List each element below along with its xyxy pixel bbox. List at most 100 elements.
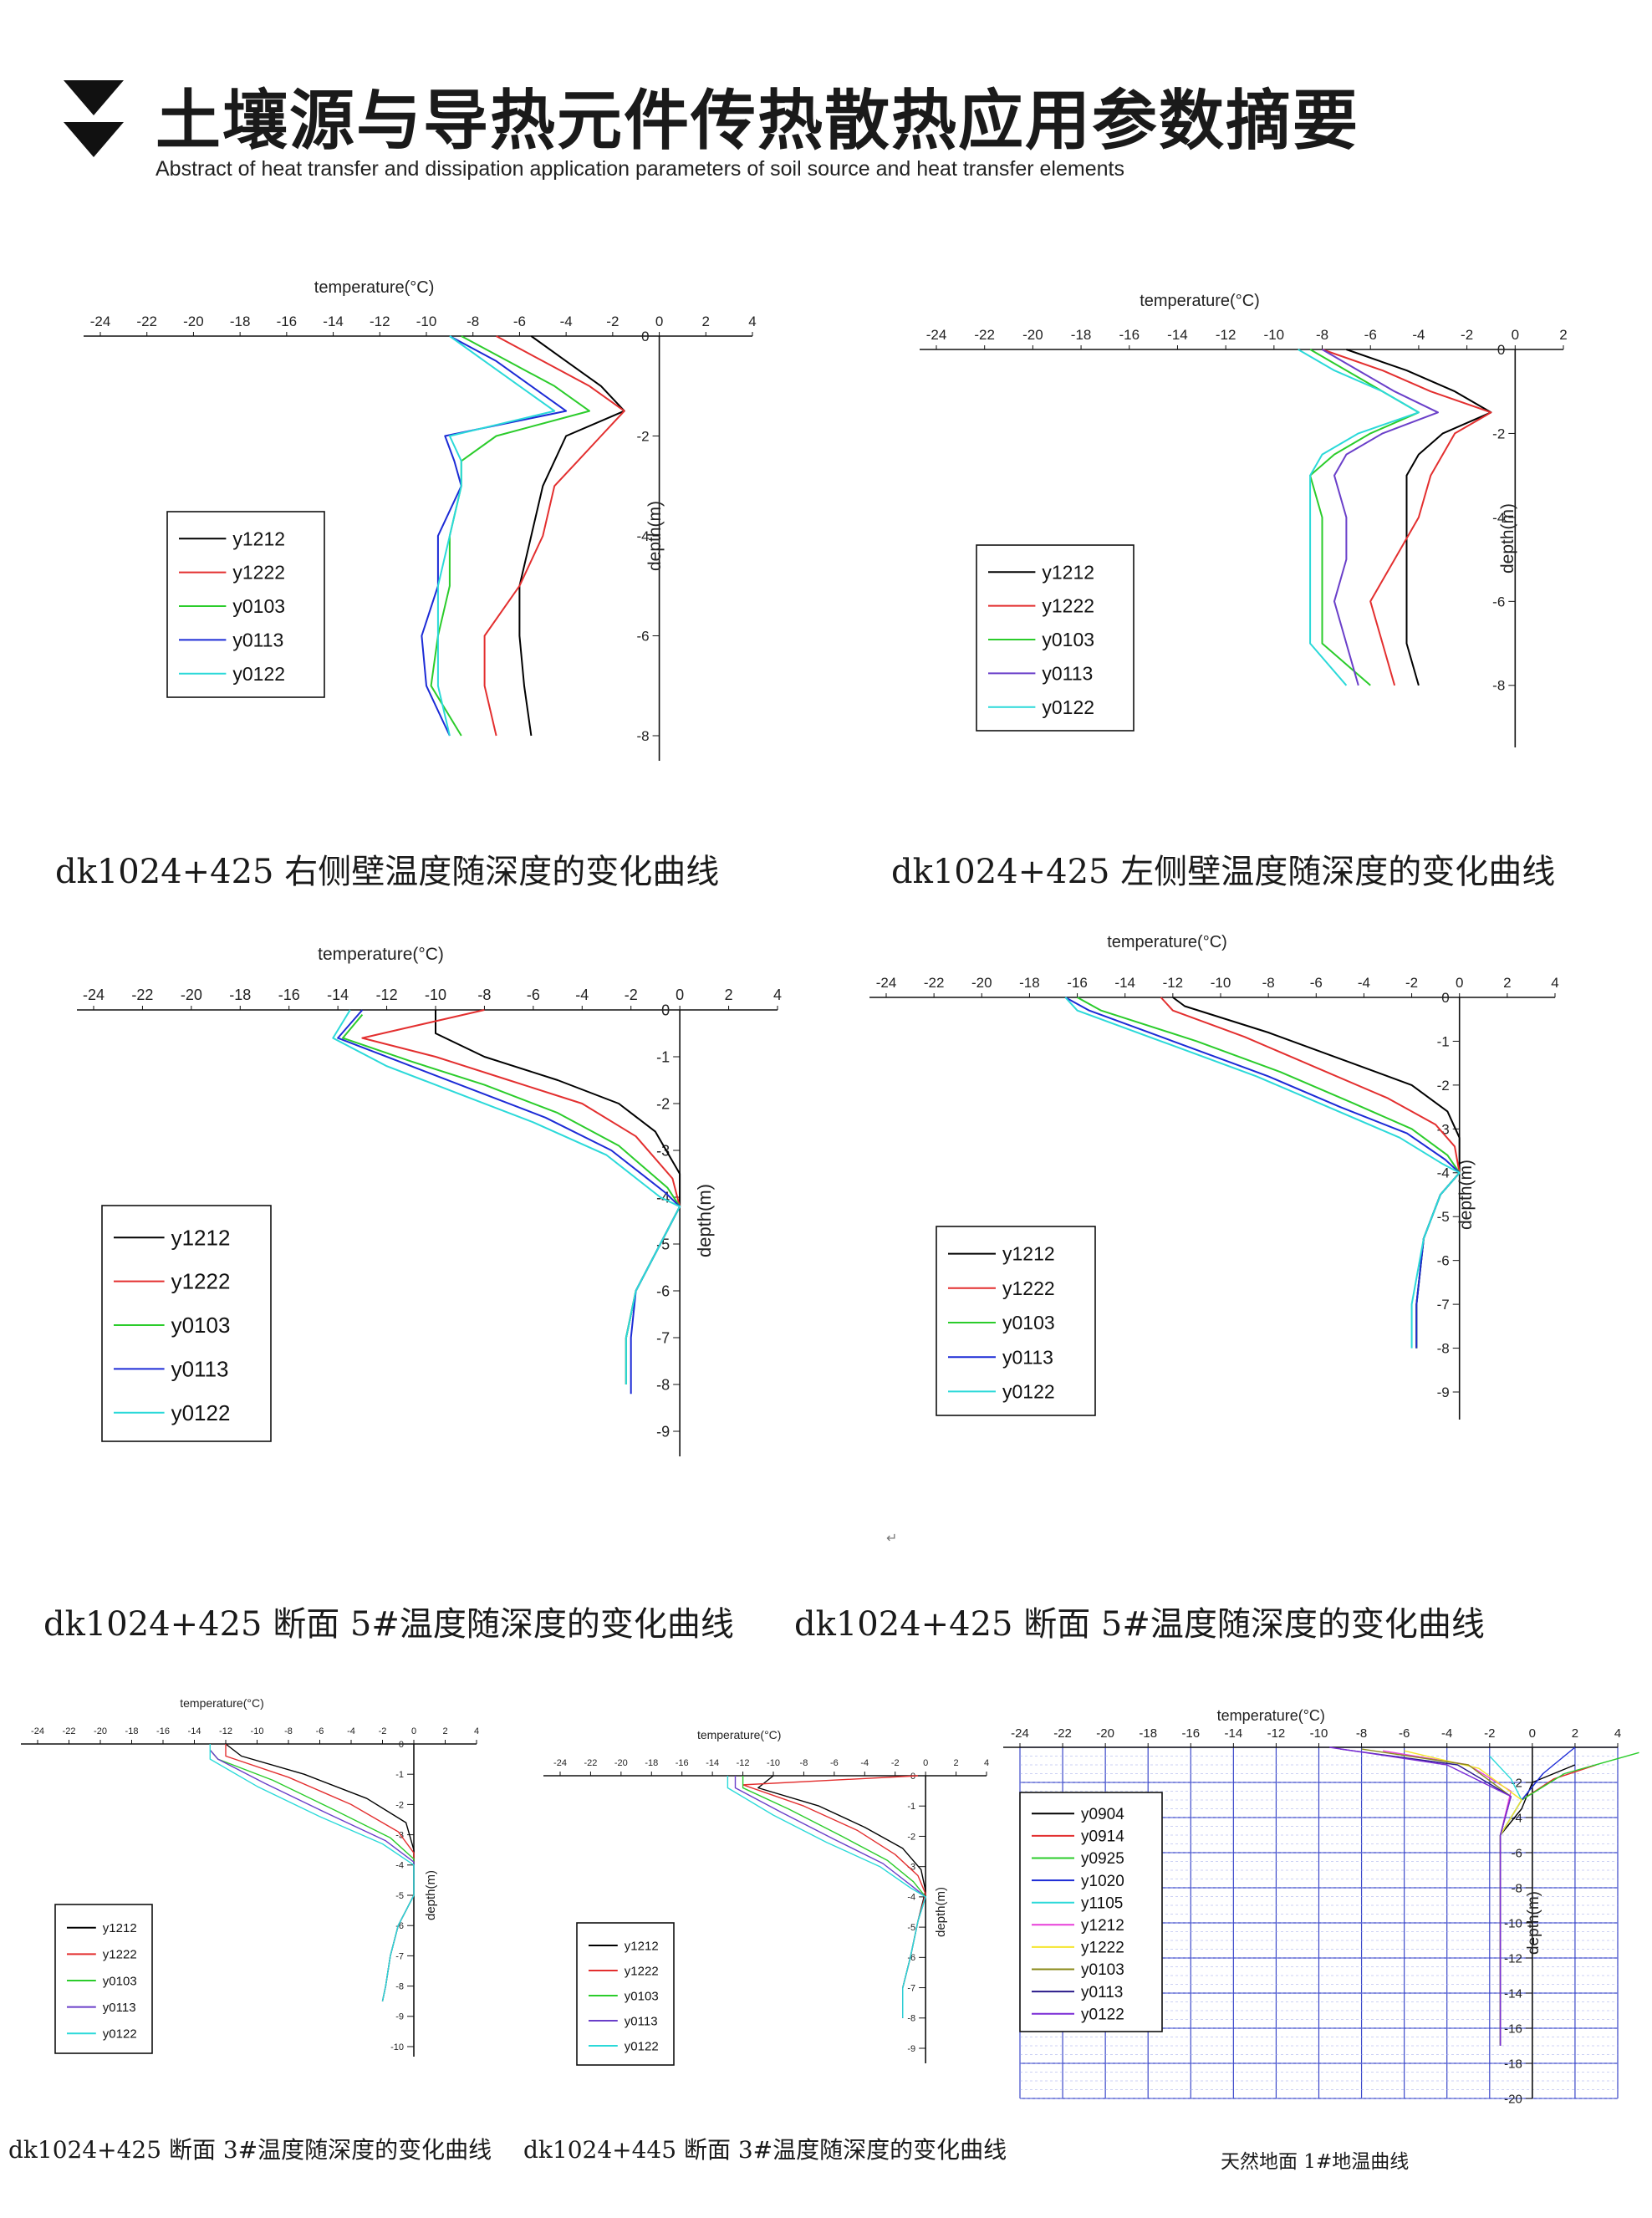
chart-caption: dk1024+425 断面 5#温度随深度的变化曲线	[43, 1605, 734, 1644]
return-mark-icon: ↵	[886, 1530, 898, 1546]
y-axis-label: depth(m)	[934, 1887, 948, 1937]
series-line-y1212	[518, 335, 625, 737]
y-axis-label: depth(m)	[424, 1870, 438, 1920]
legend-label: y1212	[1042, 561, 1094, 583]
x-tick-label: -24	[876, 975, 897, 991]
axis-title: temperature(°C)	[180, 1696, 264, 1710]
series-line-y0122	[436, 335, 556, 737]
y-tick-label: -9	[395, 2012, 404, 2022]
series-line-y1222	[483, 335, 625, 737]
y-tick-label: -7	[1437, 1297, 1450, 1313]
x-tick-label: -22	[924, 975, 945, 991]
y-tick-label: -9	[907, 2044, 915, 2054]
legend-label: y1222	[103, 1948, 137, 1962]
series-line-y0113	[1339, 1748, 1512, 2046]
x-tick-label: -12	[1163, 975, 1184, 991]
y-tick-label: -3	[1437, 1121, 1450, 1137]
axis-title: temperature(°C)	[318, 945, 444, 964]
y-tick-label: 0	[1441, 990, 1449, 1006]
x-tick-label: -14	[323, 314, 344, 329]
legend-label: y0925	[1081, 1850, 1124, 1868]
x-tick-label: -8	[284, 1726, 293, 1736]
y-axis-label: depth(m)	[645, 501, 665, 571]
legend-box	[976, 544, 1134, 732]
x-tick-label: 0	[655, 314, 663, 329]
x-tick-label: -14	[1167, 327, 1188, 343]
series-line-y1222	[225, 1744, 415, 2001]
triangle-icon	[64, 80, 124, 115]
x-tick-label: -14	[1225, 1726, 1243, 1741]
x-tick-label: -14	[1114, 975, 1135, 991]
x-tick-label: -6	[1399, 1726, 1410, 1741]
y-tick-label: -9	[1437, 1384, 1450, 1400]
legend-label: y1020	[1081, 1873, 1124, 1890]
x-tick-label: -12	[1216, 327, 1236, 343]
axis-title: temperature(°C)	[314, 278, 435, 297]
x-tick-label: -2	[1405, 975, 1418, 991]
y-tick-label: -8	[907, 2014, 915, 2024]
x-tick-label: 2	[1572, 1726, 1578, 1741]
legend-label: y1212	[232, 528, 285, 549]
page-subtitle: Abstract of heat transfer and dissipatio…	[156, 157, 1124, 181]
y-tick-label: -8	[1437, 1341, 1450, 1357]
page-header: 土壤源与导热元件传热散热应用参数摘要 Abstract of heat tran…	[0, 0, 1652, 201]
series-line-y1222	[1404, 1750, 1522, 2046]
x-tick-label: 0	[1456, 975, 1463, 991]
y-tick-label: -2	[395, 1800, 404, 1810]
y-tick-label: -6	[395, 1921, 404, 1931]
y-tick-label: -8	[395, 1981, 404, 1991]
y-tick-label: -18	[1504, 2057, 1522, 2071]
x-tick-label: -6	[1310, 975, 1323, 991]
y-tick-label: -3	[907, 1863, 915, 1873]
x-tick-label: -24	[926, 327, 947, 343]
y-tick-label: -3	[656, 1142, 670, 1159]
x-tick-label: 4	[1614, 1726, 1621, 1741]
x-tick-label: -16	[676, 1758, 689, 1768]
legend-label: y1222	[171, 1269, 231, 1294]
y-tick-label: -6	[1512, 1846, 1522, 1860]
x-tick-label: -10	[767, 1758, 780, 1768]
y-tick-label: -7	[395, 1951, 404, 1961]
x-tick-label: -2	[1484, 1726, 1495, 1741]
y-tick-label: -4	[636, 528, 649, 544]
series-line-y1105	[1489, 1756, 1522, 2046]
chart-caption: dk1024+425 右侧壁温度随深度的变化曲线	[55, 853, 720, 891]
x-tick-label: -4	[1412, 327, 1425, 343]
y-tick-label: -14	[1504, 1986, 1522, 2001]
chart-section5-a: temperature(°C)-24-22-20-18-16-14-12-10-…	[77, 930, 819, 1498]
y-tick-label: -10	[390, 2042, 404, 2052]
x-tick-label: -16	[277, 314, 298, 329]
legend-label: y0122	[232, 663, 285, 685]
legend-box	[1019, 1792, 1163, 2032]
x-tick-label: -8	[1356, 1726, 1367, 1741]
legend-label: y1105	[1081, 1894, 1123, 1912]
x-tick-label: 2	[442, 1726, 447, 1736]
y-tick-label: -9	[656, 1423, 670, 1440]
x-tick-label: 0	[923, 1758, 928, 1768]
y-tick-label: -7	[656, 1329, 670, 1346]
x-tick-label: -2	[891, 1758, 900, 1768]
x-tick-label: -2	[625, 987, 638, 1003]
y-tick-label: -1	[907, 1802, 915, 1812]
x-tick-label: -4	[575, 987, 589, 1003]
y-tick-label: -6	[907, 1953, 915, 1963]
legend-label: y0122	[1002, 1380, 1055, 1402]
y-tick-label: -5	[907, 1923, 915, 1933]
series-line-y0122	[332, 1009, 681, 1384]
x-tick-label: -22	[974, 327, 995, 343]
axis-title: temperature(°C)	[1107, 933, 1227, 951]
x-tick-label: -4	[1441, 1726, 1452, 1741]
y-tick-label: -6	[656, 1282, 670, 1299]
x-tick-label: -8	[477, 987, 491, 1003]
x-tick-label: -16	[156, 1726, 170, 1736]
legend-label: y0113	[625, 2014, 658, 2028]
legend-label: y0113	[1002, 1346, 1053, 1368]
y-tick-label: -4	[907, 1893, 915, 1903]
y-axis-label: depth(m)	[1456, 1160, 1476, 1230]
series-line-y0113	[1064, 997, 1461, 1349]
y-tick-label: -4	[1492, 510, 1505, 526]
x-tick-label: -8	[800, 1758, 808, 1768]
y-axis-label: depth(m)	[1525, 1891, 1542, 1955]
y-tick-label: 0	[1497, 342, 1505, 358]
legend-label: y0113	[232, 629, 283, 650]
